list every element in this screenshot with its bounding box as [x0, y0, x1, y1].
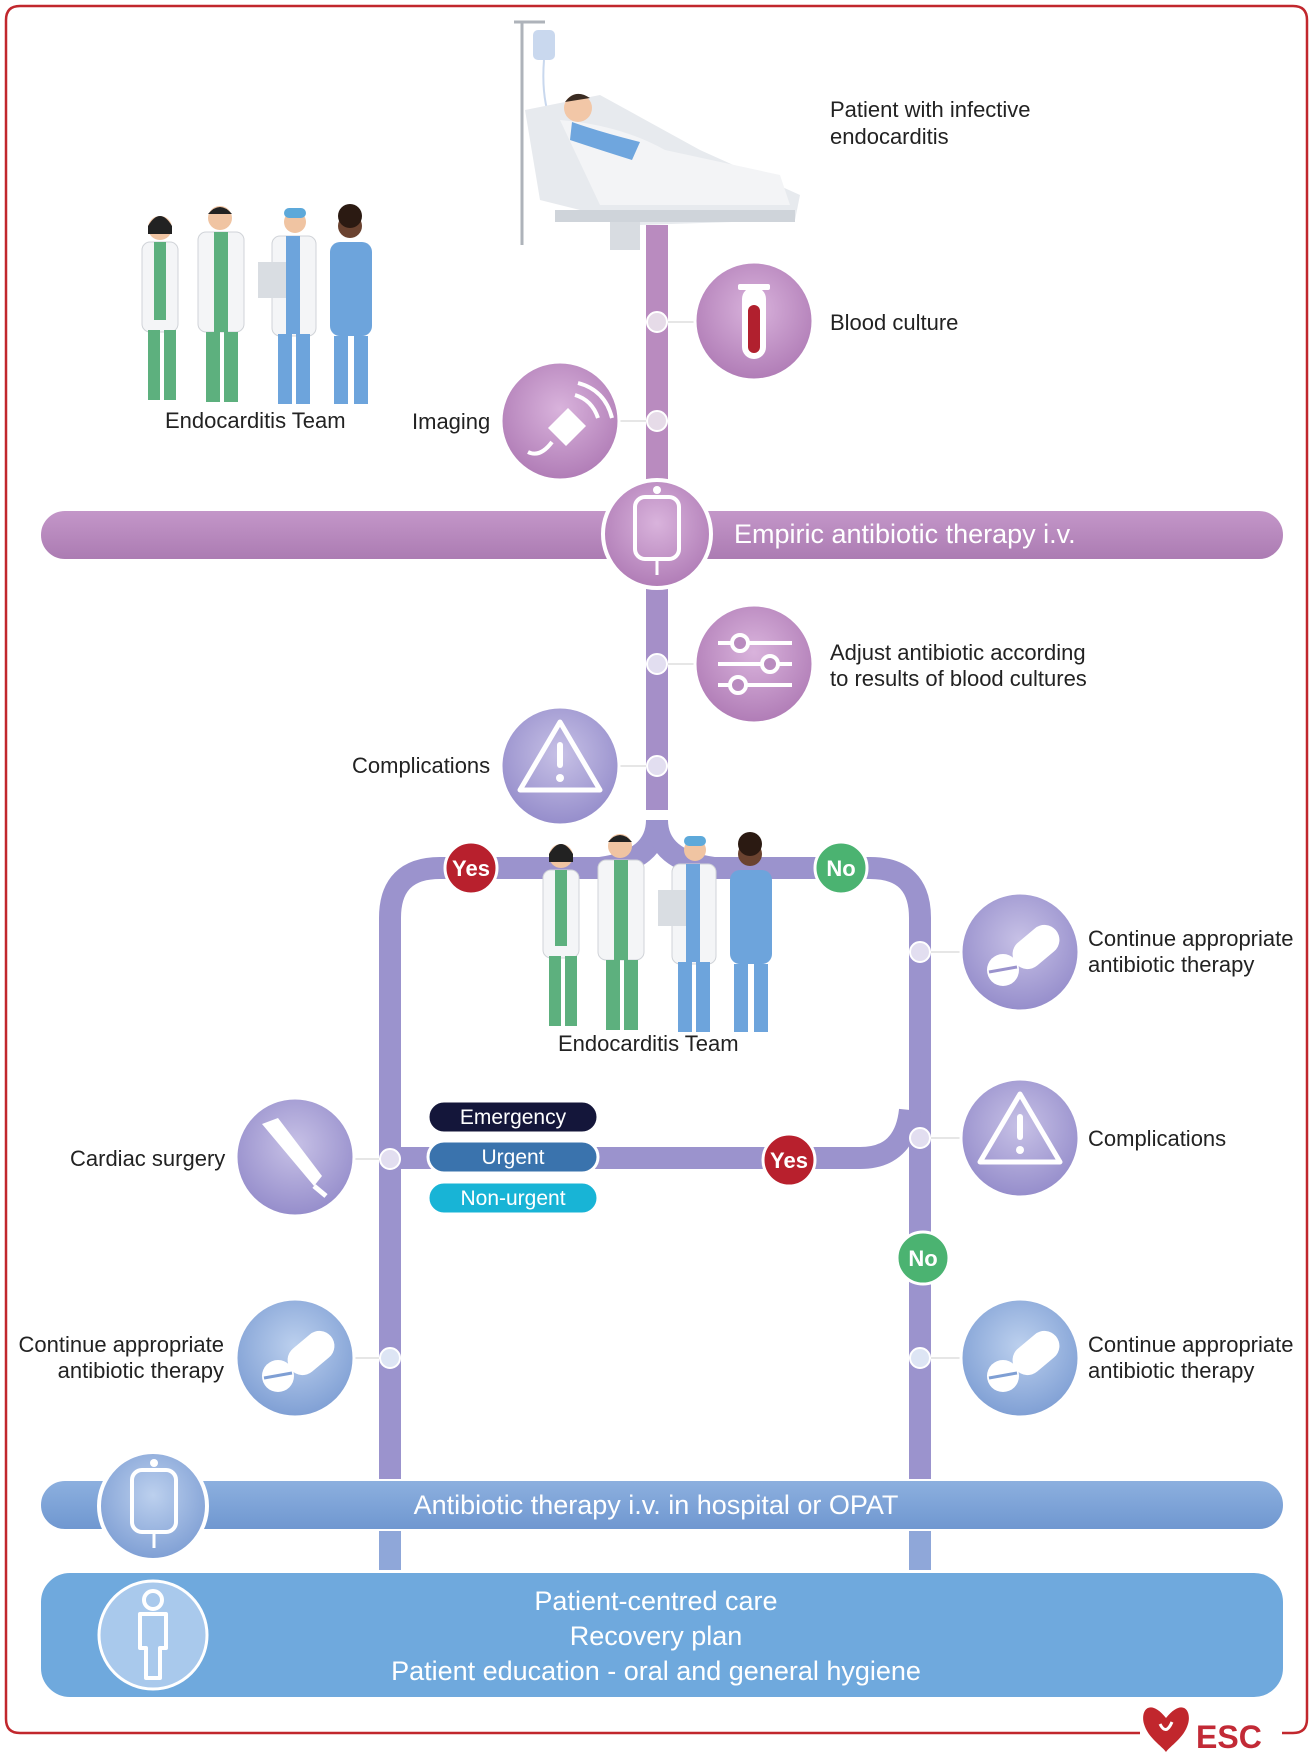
- outer-frame: [4, 4, 1309, 1735]
- patient-in-bed-illustration: [514, 20, 800, 250]
- endocarditis-team-illustration-middle: [542, 832, 772, 1032]
- empiric-therapy-node: [601, 478, 713, 590]
- care-line2: Recovery plan: [570, 1621, 743, 1651]
- patient-label-line2: endocarditis: [830, 124, 949, 149]
- emergency-pill: Emergency: [426, 1099, 600, 1135]
- patient-care-box: [39, 1571, 1285, 1699]
- pill-icon-right-bottom: [987, 1330, 1060, 1392]
- continue-right-top-line1: Continue appropriate: [1088, 926, 1293, 951]
- svg-text:Emergency: Emergency: [460, 1106, 567, 1129]
- empiric-therapy-label: Empiric antibiotic therapy i.v.: [734, 519, 1076, 549]
- pill-icon-left: [262, 1330, 335, 1392]
- esc-logo-text: ESC: [1196, 1719, 1262, 1754]
- cardiac-surgery-node: [234, 1096, 401, 1218]
- complications-label-middle: Complications: [352, 753, 490, 778]
- person-icon: [138, 1589, 168, 1680]
- continue-right-top-line2: antibiotic therapy: [1088, 952, 1254, 977]
- person-node: [97, 1579, 209, 1691]
- no-badge-right: No: [813, 840, 869, 896]
- svg-text:Urgent: Urgent: [481, 1146, 544, 1169]
- yes-badge-left: Yes: [443, 840, 499, 896]
- hospital-opat-label: Antibiotic therapy i.v. in hospital or O…: [414, 1490, 899, 1520]
- continue-right-bottom-line1: Continue appropriate: [1088, 1332, 1293, 1357]
- pill-icon-right-top: [987, 924, 1060, 986]
- no-badge-lower: No: [895, 1230, 951, 1286]
- svg-text:No: No: [908, 1246, 937, 1271]
- iv-bag-icon: [633, 486, 681, 575]
- svg-text:Non-urgent: Non-urgent: [460, 1187, 565, 1210]
- yes-badge-urgency: Yes: [761, 1132, 817, 1188]
- care-line1: Patient-centred care: [534, 1586, 777, 1616]
- sliders-icon: [718, 633, 792, 695]
- scalpel-icon: [262, 1118, 328, 1198]
- continue-therapy-node-right-bottom: [909, 1297, 1081, 1419]
- complications-label-right: Complications: [1088, 1126, 1226, 1151]
- non-urgent-pill: Non-urgent: [426, 1180, 600, 1216]
- cardiac-surgery-label: Cardiac surgery: [70, 1146, 225, 1171]
- svg-text:Yes: Yes: [770, 1148, 808, 1173]
- continue-left-line2: antibiotic therapy: [58, 1358, 224, 1383]
- test-tube-icon: [738, 284, 770, 359]
- adjust-label-line1: Adjust antibiotic according: [830, 640, 1086, 665]
- blood-culture-node: [646, 260, 815, 382]
- warning-icon-middle: [517, 719, 603, 793]
- adjust-label-line2: to results of blood cultures: [830, 666, 1087, 691]
- patient-label-line1: Patient with infective: [830, 97, 1031, 122]
- imaging-node: [499, 360, 668, 482]
- continue-right-bottom-line2: antibiotic therapy: [1088, 1358, 1254, 1383]
- team-label-middle: Endocarditis Team: [558, 1031, 739, 1056]
- care-line3: Patient education - oral and general hyg…: [391, 1656, 921, 1686]
- esc-heart-logo-icon: [1143, 1707, 1189, 1752]
- svg-text:No: No: [826, 856, 855, 881]
- continue-therapy-node-right-top: [909, 891, 1081, 1013]
- team-label-top: Endocarditis Team: [165, 408, 346, 433]
- flow-lines: [379, 225, 931, 1570]
- warning-icon-right: [977, 1091, 1063, 1165]
- iv-bag-icon-bottom: [130, 1459, 178, 1548]
- ultrasound-probe-icon: [527, 381, 614, 456]
- urgent-pill: Urgent: [426, 1139, 600, 1175]
- svg-text:Yes: Yes: [452, 856, 490, 881]
- endocarditis-team-illustration: [141, 204, 372, 404]
- blood-culture-label: Blood culture: [830, 310, 958, 335]
- hospital-opat-node: [97, 1450, 209, 1562]
- hospital-opat-bar: [39, 1479, 1285, 1531]
- imaging-label: Imaging: [412, 409, 490, 434]
- continue-left-line1: Continue appropriate: [19, 1332, 224, 1357]
